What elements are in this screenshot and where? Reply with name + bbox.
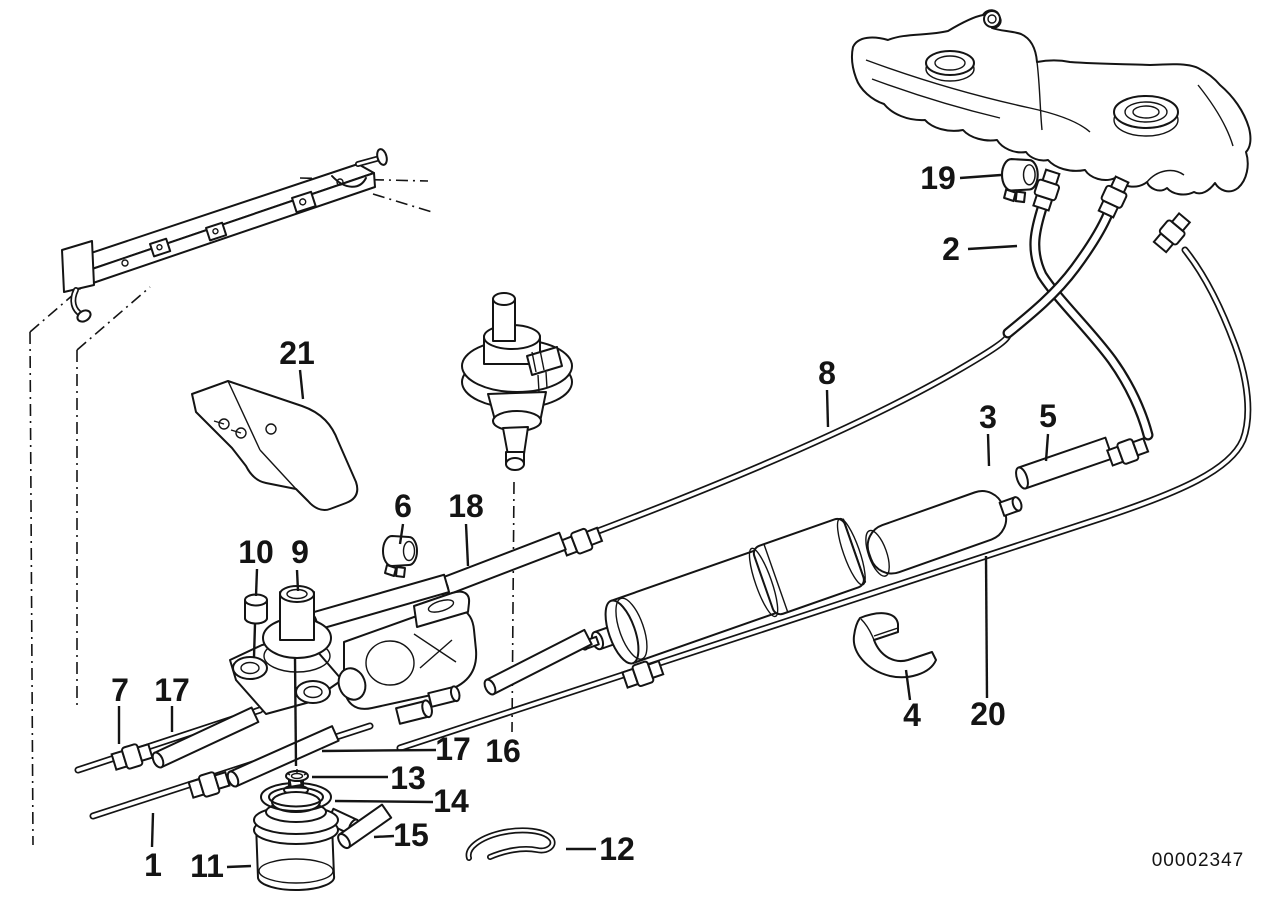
callout-17-left: 17: [154, 672, 190, 708]
pipe-fitting: [186, 767, 232, 802]
pipe-feed-8: [581, 329, 1012, 540]
valve-position-line: [511, 481, 515, 733]
hose-16: [483, 628, 593, 696]
pipe-clamp-4: [852, 612, 937, 679]
spacer-bush: [244, 593, 268, 625]
pipe-return-20: [396, 246, 1252, 752]
pipe-fitting: [109, 739, 155, 774]
o-ring-small: [285, 769, 309, 782]
callouts: 1 2 3 4 5 6 7 8 9 10 11 12 13 14 15 16 1…: [111, 160, 1057, 884]
hose-17-right: [226, 725, 340, 788]
hose-5: [1015, 436, 1114, 490]
check-valve: [461, 292, 573, 471]
callout-11: 11: [190, 848, 224, 884]
fuel-rail: [61, 148, 388, 323]
callout-2: 2: [942, 231, 960, 267]
tank-hoses-2: [1002, 199, 1154, 441]
callout-3: 3: [979, 399, 997, 435]
hose-18: [436, 531, 567, 597]
callout-9: 9: [291, 534, 309, 570]
pipe-fitting: [1105, 433, 1151, 470]
callout-16: 16: [485, 733, 521, 769]
retaining-clip: [465, 827, 556, 861]
callout-15: 15: [393, 817, 429, 853]
callout-4: 4: [903, 697, 921, 733]
callout-20: 20: [970, 696, 1006, 732]
tank-vent-nipple: [983, 10, 1001, 28]
nipple-hose-15: [337, 803, 393, 850]
hose-clamp-19: [1000, 158, 1039, 204]
callout-12: 12: [599, 831, 635, 867]
distribution-valve: [229, 573, 478, 725]
fuel-rail-end-cap: [61, 240, 95, 293]
callout-6: 6: [394, 488, 412, 524]
fuel-filter: [580, 517, 867, 665]
fuel-tank: [851, 9, 1252, 196]
callout-19: 19: [920, 160, 956, 196]
callout-8: 8: [818, 355, 836, 391]
leader-lines: [117, 173, 1050, 869]
callout-7: 7: [111, 672, 129, 708]
diagram-number: 00002347: [1152, 850, 1245, 871]
rail-hook-bracket: [331, 175, 367, 188]
pipe-fitting: [559, 523, 605, 560]
injector-clip: [291, 190, 317, 214]
callout-17-right: 17: [435, 731, 471, 767]
callout-5: 5: [1039, 398, 1057, 434]
fuel-damper: [865, 490, 1023, 577]
callout-10: 10: [238, 534, 274, 570]
mounting-bracket: [191, 380, 359, 511]
injector-clip: [205, 221, 228, 242]
injector-clip: [149, 237, 172, 258]
callout-13: 13: [390, 760, 426, 796]
callout-14: 14: [433, 783, 469, 819]
hose-end-fitting: [1095, 173, 1134, 220]
pressure-regulator: [253, 770, 360, 892]
hose-17-left: [151, 706, 260, 769]
callout-1: 1: [144, 847, 162, 883]
callout-18: 18: [448, 488, 484, 524]
callout-21: 21: [279, 335, 315, 371]
filter-sleeve: [752, 517, 865, 616]
